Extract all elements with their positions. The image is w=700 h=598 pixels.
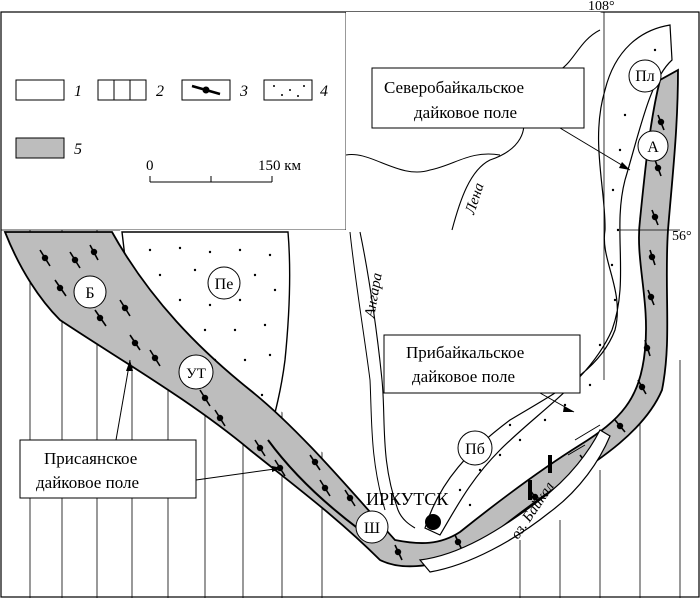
river-angara-label: Ангара (362, 272, 386, 320)
legend-swatch-4 (263, 79, 313, 101)
legend-num-1: 1 (74, 83, 82, 100)
block-pl-label: Пл (635, 68, 655, 85)
callout-baikal-line2: дайковое поле (412, 367, 515, 386)
callout-sayan: Присаянское дайковое поле (19, 359, 283, 499)
block-ut-label: УТ (186, 366, 206, 382)
dike-belt (3, 68, 679, 568)
legend: 1 2 3 4 5 (15, 79, 328, 159)
legend-swatch-5 (15, 137, 65, 159)
block-pl-circle (628, 59, 662, 93)
river-lena-2 (345, 153, 501, 173)
dots-pb (458, 48, 657, 507)
lake-island-marks (528, 480, 532, 500)
block-pe-label: Пе (215, 276, 234, 293)
block-markers: Пл А Б Пе УТ Пб Ш (73, 59, 669, 544)
sayan-fault (267, 439, 361, 531)
city-label: ИРКУТСК (366, 489, 449, 509)
scale-start: 0 (146, 158, 154, 174)
lat-label: 56° (672, 229, 692, 244)
river-angara (359, 231, 416, 529)
interior-blank-area (120, 12, 690, 540)
lower-right-hatch (519, 360, 681, 598)
scale-bar: 0 150 км (146, 158, 302, 183)
callout-sayan-line2: дайковое поле (36, 473, 139, 492)
legend-swatch-1 (15, 79, 65, 101)
legend-num-3: 3 (239, 83, 248, 100)
lake-inner-lines (567, 424, 601, 456)
river-angara-bank (349, 231, 386, 511)
block-b-circle (73, 275, 107, 309)
block-sh-circle (355, 510, 389, 544)
block-b-label: Б (85, 285, 94, 302)
city-marker (425, 514, 441, 530)
lake-island-marks-2 (548, 455, 552, 473)
scale-end: 150 км (258, 158, 302, 174)
block-pb-circle (457, 430, 493, 466)
callout-north-line1: Северобайкальское (384, 78, 524, 97)
callout-baikal-line1: Прибайкальское (406, 343, 524, 362)
callout-north: Северобайкальское дайковое поле (371, 67, 631, 171)
legend-swatch-2 (97, 79, 147, 101)
block-ut-circle (178, 354, 214, 390)
lake-baikal (418, 429, 611, 573)
lon-label: 108° (588, 0, 615, 14)
legend-num-2: 2 (156, 83, 164, 100)
callout-sayan-line1: Присаянское (44, 449, 137, 468)
legend-num-5: 5 (74, 141, 82, 158)
callout-north-line2: дайковое поле (414, 103, 517, 122)
block-pb-label: Пб (465, 441, 485, 458)
block-pe-circle (207, 266, 241, 300)
dots-pe (148, 246, 277, 422)
callout-baikal: Прибайкальское дайковое поле (383, 334, 581, 413)
legend-num-4: 4 (320, 83, 328, 100)
block-a-circle (637, 130, 669, 162)
block-sh-label: Ш (364, 520, 380, 537)
block-a-label: А (647, 139, 659, 156)
